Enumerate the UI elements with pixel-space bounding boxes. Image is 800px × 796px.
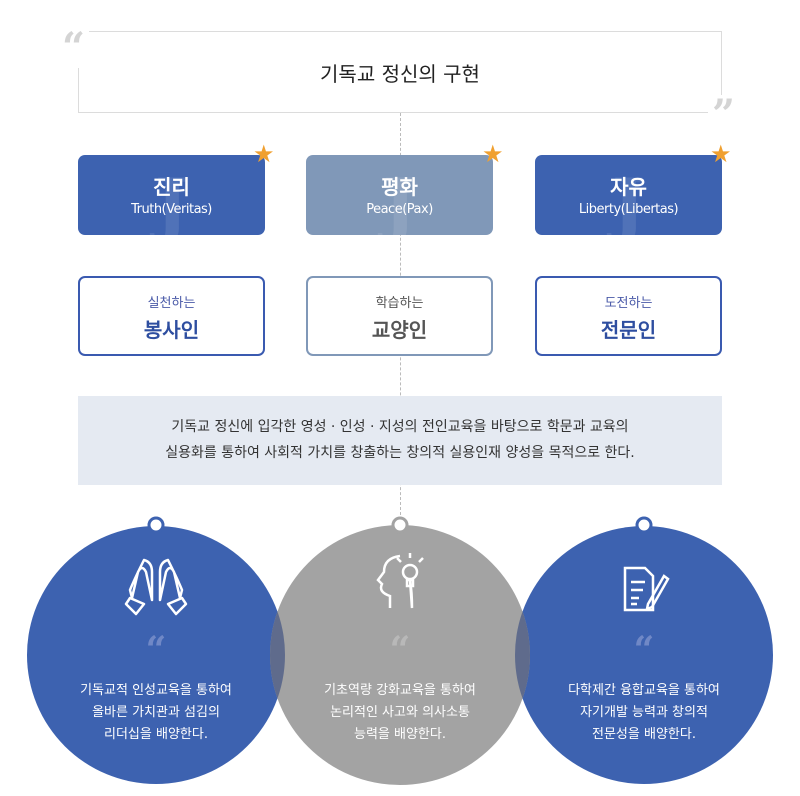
quote-icon: “ [145, 629, 167, 671]
goal-circle-3 [515, 526, 773, 784]
value-subtitle: Peace(Pax) [366, 202, 433, 217]
title-box: 기독교 정신의 구현 [78, 31, 722, 113]
person-main: 봉사인 [143, 318, 200, 342]
person-sub: 학습하는 [375, 296, 424, 311]
goal-line: 올바른 가치관과 섬김의 [92, 705, 220, 720]
star-icon: ★ [253, 140, 275, 168]
document-pen-icon [623, 566, 670, 612]
value-title: 자유 [610, 175, 647, 199]
person-main: 교양인 [371, 318, 428, 342]
goal-line: 전문성을 배양한다. [592, 727, 696, 742]
value-title: 진리 [153, 175, 190, 199]
mission-line: 기독교 정신에 입각한 영성 · 인성 · 지성의 전인교육을 바탕으로 학문과… [171, 419, 629, 435]
person-sub: 실천하는 [147, 296, 196, 311]
goal-circles [27, 516, 773, 785]
person-sub: 도전하는 [604, 296, 653, 311]
star-icon: ★ [482, 140, 504, 168]
goal-circle-2 [270, 525, 530, 785]
person-card: 도전하는 전문인 [535, 276, 722, 356]
head-lightbulb-icon [376, 553, 424, 609]
quote-icon: “ [633, 629, 655, 671]
watermark-icon: J [611, 163, 646, 235]
value-title: 평화 [381, 175, 418, 199]
goal-line: 리더십을 배양한다. [104, 727, 208, 742]
goal-text-3: 다학제간 융합교육을 통하여 자기개발 능력과 창의적 전문성을 배양한다. [534, 680, 754, 746]
node-dot [635, 516, 653, 534]
star-icon: ★ [710, 140, 732, 168]
node-dot [391, 516, 409, 534]
node-dot [147, 516, 165, 534]
page-title: 기독교 정신의 구현 [320, 61, 480, 86]
goal-text-2: 기초역량 강화교육을 통하여 논리적인 사고와 의사소통 능력을 배양한다. [290, 680, 510, 746]
person-card: 실천하는 봉사인 [78, 276, 265, 356]
goal-line: 논리적인 사고와 의사소통 [330, 705, 470, 720]
goal-line: 자기개발 능력과 창의적 [580, 705, 708, 720]
goal-circle-1 [27, 526, 285, 784]
value-subtitle: Liberty(Libertas) [578, 202, 679, 217]
watermark-icon: J [154, 163, 189, 235]
person-card: 학습하는 교양인 [306, 276, 493, 356]
mission-line: 실용화를 통하여 사회적 가치를 창출하는 창의적 실용인재 양성을 목적으로 … [165, 445, 635, 461]
value-card-liberty: J 자유 Liberty(Libertas) [535, 155, 722, 235]
open-quote-icon: “ [62, 28, 90, 68]
value-subtitle: Truth(Veritas) [131, 202, 212, 217]
goal-line: 기초역량 강화교육을 통하여 [324, 683, 476, 698]
quote-icon: “ [389, 629, 411, 671]
value-card-truth: J 진리 Truth(Veritas) [78, 155, 265, 235]
person-main: 전문인 [600, 318, 657, 342]
value-card-peace: J 평화 Peace(Pax) [306, 155, 493, 235]
praying-hands-icon [124, 558, 188, 616]
watermark-icon: J [382, 163, 417, 235]
mission-statement: 기독교 정신에 입각한 영성 · 인성 · 지성의 전인교육을 바탕으로 학문과… [78, 396, 722, 485]
goal-line: 다학제간 융합교육을 통하여 [568, 683, 720, 698]
close-quote-icon: ” [708, 95, 736, 135]
goal-line: 능력을 배양한다. [354, 727, 446, 742]
goal-line: 기독교적 인성교육을 통하여 [80, 683, 232, 698]
goal-text-1: 기독교적 인성교육을 통하여 올바른 가치관과 섬김의 리더십을 배양한다. [46, 680, 266, 746]
